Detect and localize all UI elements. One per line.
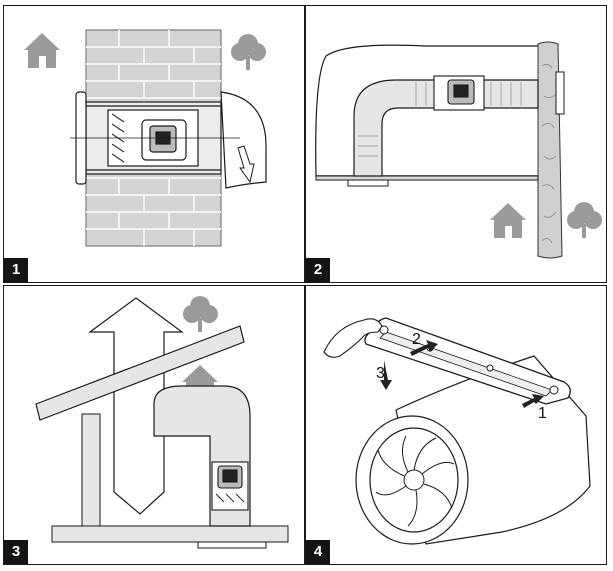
house-icon xyxy=(24,33,60,68)
mounting-bracket-drawing: 2 3 1 xyxy=(323,317,591,545)
panel-mounting-bracket: 2 3 1 4 xyxy=(305,285,607,565)
ceiling-diffuser xyxy=(197,541,267,549)
ceiling-duct-drawing xyxy=(315,41,602,259)
flexible-duct xyxy=(353,79,539,177)
panel-number-badge: 1 xyxy=(4,258,28,282)
duct-fan xyxy=(433,75,485,111)
panel-number-badge: 4 xyxy=(306,540,330,564)
arrow-1 xyxy=(522,394,544,408)
hand xyxy=(323,318,383,358)
panel-ceiling-duct: 2 xyxy=(305,5,607,283)
tree-icon xyxy=(567,202,602,238)
panel-number-badge: 2 xyxy=(306,258,330,282)
airflow-arrow xyxy=(237,145,255,184)
house-icon xyxy=(490,203,526,238)
wall-grille xyxy=(555,71,565,115)
roof-exhaust-drawing xyxy=(35,296,289,549)
roof xyxy=(35,325,245,421)
tree-icon xyxy=(183,296,218,332)
wall-installation-drawing xyxy=(24,29,267,247)
arrow-2 xyxy=(410,340,438,356)
duct-fan xyxy=(211,461,249,511)
step-label-1: 1 xyxy=(538,405,547,422)
attic-outline xyxy=(315,44,538,177)
ceiling-diffuser xyxy=(347,179,389,187)
panel-roof-exhaust: 3 xyxy=(3,285,305,565)
panel-number-badge: 3 xyxy=(4,540,28,564)
ceiling-floor xyxy=(51,525,289,543)
panel-wall-installation: 1 xyxy=(3,5,305,283)
step-label-3: 3 xyxy=(376,365,385,382)
arrow-3 xyxy=(380,360,392,390)
support-post xyxy=(81,413,101,527)
step-label-2: 2 xyxy=(412,331,421,348)
fan-blades xyxy=(375,435,455,527)
tree-icon xyxy=(231,34,266,70)
